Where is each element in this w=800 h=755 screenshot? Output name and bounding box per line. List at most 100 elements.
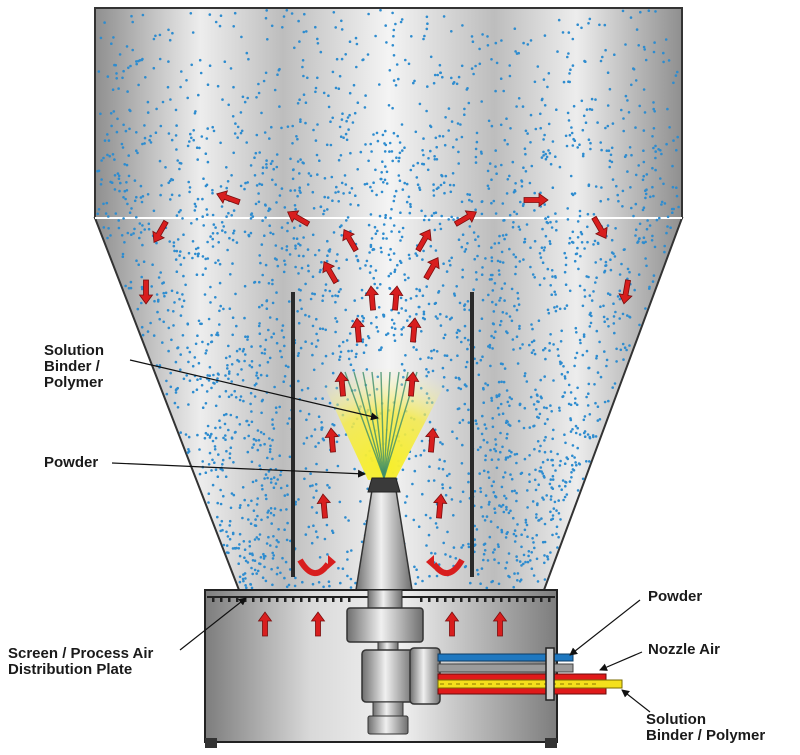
particle bbox=[361, 338, 365, 341]
particle bbox=[569, 430, 573, 433]
particle bbox=[523, 237, 527, 241]
particle bbox=[543, 476, 546, 479]
particle bbox=[474, 419, 478, 423]
particle bbox=[629, 16, 633, 19]
particle bbox=[392, 224, 396, 227]
particle bbox=[515, 559, 519, 562]
particle bbox=[545, 406, 548, 410]
particle bbox=[583, 295, 587, 298]
particle bbox=[612, 252, 615, 255]
particle bbox=[263, 442, 266, 446]
particle bbox=[581, 128, 585, 132]
particle bbox=[388, 69, 392, 72]
particle bbox=[311, 275, 315, 279]
particle bbox=[181, 293, 184, 296]
particle bbox=[563, 270, 567, 274]
particle bbox=[211, 439, 215, 443]
particle bbox=[548, 341, 551, 345]
particle bbox=[450, 256, 454, 260]
particle bbox=[576, 426, 579, 430]
particle bbox=[559, 362, 562, 366]
particle bbox=[265, 163, 268, 166]
particle bbox=[297, 352, 301, 355]
particle bbox=[172, 241, 176, 244]
particle bbox=[272, 167, 276, 171]
particle bbox=[281, 324, 285, 327]
particle bbox=[238, 347, 242, 351]
particle bbox=[117, 219, 120, 222]
particle bbox=[133, 227, 136, 231]
particle bbox=[385, 237, 388, 240]
particle bbox=[303, 477, 306, 481]
particle bbox=[468, 198, 471, 202]
particle bbox=[363, 106, 367, 109]
particle bbox=[624, 43, 627, 46]
particle bbox=[556, 452, 559, 456]
particle bbox=[659, 149, 662, 152]
particle bbox=[479, 582, 482, 585]
particle bbox=[637, 240, 640, 243]
particle bbox=[384, 143, 388, 147]
particle bbox=[274, 244, 278, 247]
particle bbox=[434, 301, 438, 305]
particle bbox=[360, 296, 364, 300]
particle bbox=[224, 438, 227, 442]
particle bbox=[409, 168, 413, 172]
particle bbox=[173, 249, 176, 253]
particle bbox=[592, 290, 595, 293]
particle bbox=[275, 201, 278, 204]
particle bbox=[228, 307, 232, 311]
particle bbox=[569, 68, 572, 71]
particle bbox=[539, 112, 542, 116]
particle bbox=[545, 155, 549, 159]
particle bbox=[211, 188, 214, 192]
particle bbox=[474, 238, 477, 241]
particle bbox=[448, 486, 452, 490]
particle bbox=[293, 204, 297, 207]
particle bbox=[206, 257, 210, 260]
particle bbox=[514, 534, 518, 538]
particle bbox=[496, 543, 500, 546]
particle bbox=[392, 28, 396, 32]
particle bbox=[314, 86, 318, 90]
particle bbox=[424, 214, 427, 218]
particle bbox=[297, 321, 301, 325]
particle bbox=[323, 195, 327, 199]
particle bbox=[268, 137, 271, 140]
plate-hole bbox=[492, 597, 495, 602]
particle bbox=[662, 182, 665, 186]
particle bbox=[107, 215, 110, 218]
particle bbox=[135, 215, 138, 219]
particle bbox=[500, 250, 504, 254]
particle bbox=[246, 338, 249, 341]
particle bbox=[400, 235, 404, 239]
particle bbox=[332, 231, 336, 234]
particle bbox=[350, 549, 353, 552]
particle bbox=[253, 174, 257, 177]
particle bbox=[447, 107, 451, 110]
particle bbox=[427, 218, 431, 222]
particle bbox=[339, 135, 343, 138]
particle bbox=[282, 270, 286, 274]
particle bbox=[224, 374, 227, 377]
particle bbox=[216, 501, 219, 505]
particle bbox=[100, 178, 103, 181]
particle bbox=[291, 168, 295, 172]
particle bbox=[237, 547, 241, 550]
particle bbox=[491, 289, 495, 292]
particle bbox=[654, 156, 657, 160]
particle bbox=[257, 537, 261, 541]
particle bbox=[497, 582, 501, 586]
particle bbox=[230, 380, 233, 383]
particle bbox=[550, 293, 553, 297]
particle bbox=[563, 462, 567, 466]
particle bbox=[109, 180, 112, 184]
partition-wall-right bbox=[470, 292, 474, 577]
particle bbox=[293, 46, 296, 50]
particle bbox=[486, 44, 490, 47]
particle bbox=[513, 489, 516, 493]
particle bbox=[191, 31, 195, 34]
particle bbox=[235, 415, 239, 419]
particle bbox=[279, 473, 282, 477]
particle bbox=[580, 26, 583, 30]
